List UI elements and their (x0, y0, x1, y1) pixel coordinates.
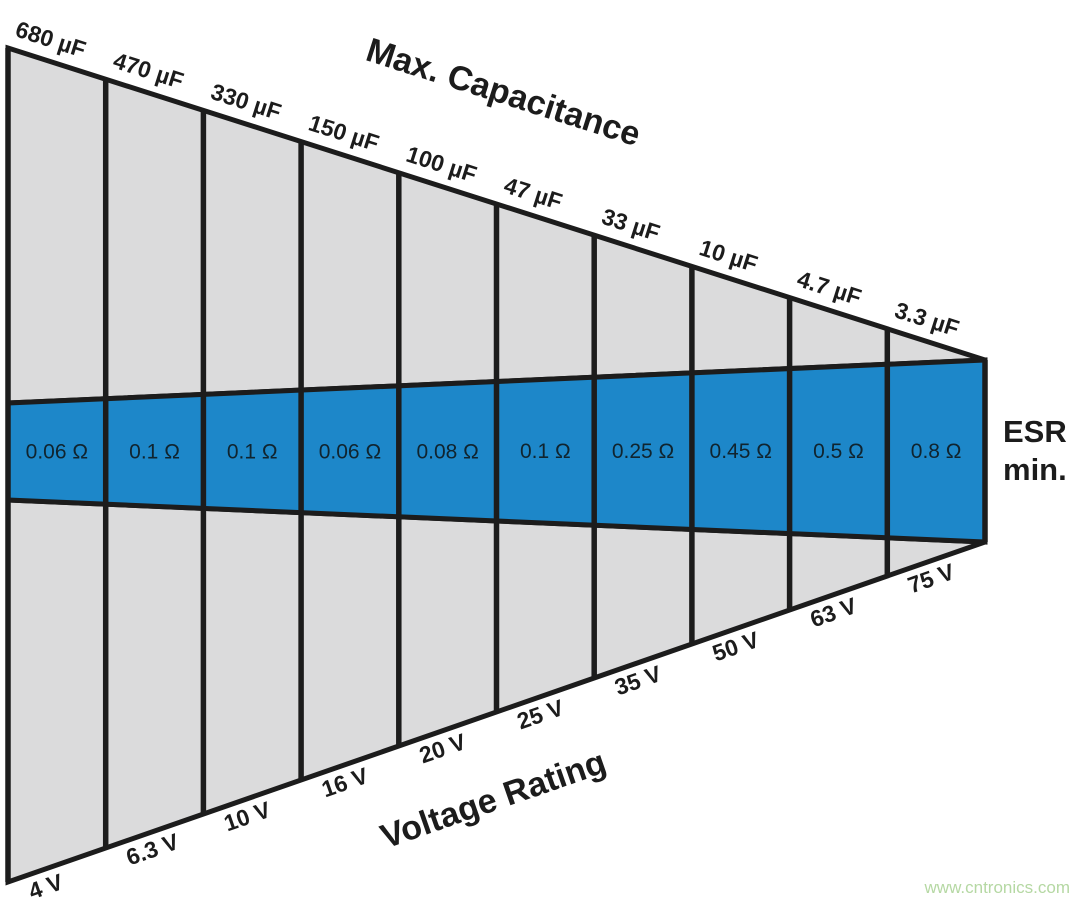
esr-value: 0.1 Ω (520, 440, 571, 463)
max-capacitance-title: Max. Capacitance (362, 31, 645, 154)
watermark: www.cntronics.com (924, 878, 1070, 897)
esr-value: 0.25 Ω (612, 440, 674, 463)
esr-value: 0.06 Ω (319, 440, 381, 463)
esr-value-labels: 0.06 Ω 0.1 Ω 0.1 Ω 0.06 Ω 0.08 Ω 0.1 Ω 0.25 Ω 0… (26, 440, 962, 463)
esr-value: 0.1 Ω (129, 440, 180, 463)
column-dividers (5, 48, 988, 882)
voltage-rating-title: Voltage Rating (376, 743, 611, 856)
esr-value: 0.8 Ω (911, 440, 962, 463)
esr-value: 0.1 Ω (227, 440, 278, 463)
esr-value: 0.5 Ω (813, 440, 864, 463)
esr-value: 0.06 Ω (26, 440, 88, 463)
esr-value: 0.08 Ω (416, 440, 478, 463)
esr-min-label-line2: min. (1003, 452, 1067, 487)
esr-min-label-line1: ESR (1003, 414, 1067, 449)
esr-value: 0.45 Ω (710, 440, 772, 463)
